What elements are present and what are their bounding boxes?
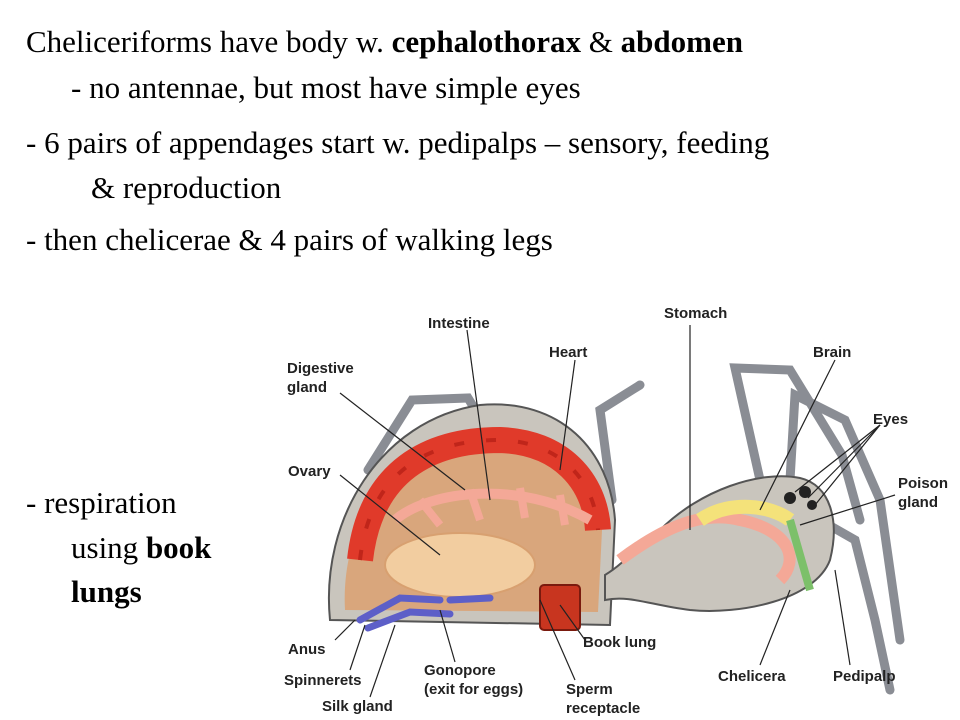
label-sperm-receptacle-1: Sperm [566,681,613,698]
diagram-labels: Intestine Stomach Digestive gland Heart … [284,305,948,717]
label-brain: Brain [813,344,851,361]
label-poison-gland-2: gland [898,494,938,511]
lungs-term: lungs [71,574,142,609]
label-sperm-receptacle-2: receptacle [566,700,640,717]
label-gonopore-1: Gonopore [424,662,496,679]
cephalothorax-term: cephalothorax [391,24,582,59]
respiration-line2: using book [71,530,211,566]
line1-text: Cheliceriforms have body w. [26,24,392,59]
spider-anatomy-diagram: Intestine Stomach Digestive gland Heart … [284,305,948,717]
label-gonopore-2: (exit for eggs) [424,681,523,698]
label-digestive-gland-1: Digestive [287,360,354,377]
line-body-parts: Cheliceriforms have body w. cephalothora… [26,24,743,60]
label-ovary: Ovary [288,463,331,480]
respiration-using: using [71,530,146,565]
abdomen-term: abdomen [620,24,743,59]
label-heart: Heart [549,344,587,361]
label-silk-gland: Silk gland [322,698,393,715]
respiration-line1: - respiration [26,485,177,520]
label-spinnerets: Spinnerets [284,672,362,689]
book-term: book [145,530,212,565]
label-pedipalp: Pedipalp [833,668,896,685]
spinnerets-shape [356,594,494,632]
label-intestine: Intestine [428,315,490,332]
respiration-line3: lungs [71,574,142,610]
line-chelicerae: - then chelicerae & 4 pairs of walking l… [26,222,553,257]
label-book-lung: Book lung [583,634,656,651]
line-antennae: - no antennae, but most have simple eyes [71,70,581,105]
label-poison-gland-1: Poison [898,475,948,492]
label-digestive-gland-2: gland [287,379,327,396]
cephalothorax-shape [604,475,835,612]
leader-lines [334,325,896,698]
abdomen-shape [327,403,617,631]
line-appendages: - 6 pairs of appendages start w. pedipal… [26,125,770,160]
line-reproduction: & reproduction [91,170,282,205]
label-eyes: Eyes [873,411,908,428]
label-stomach: Stomach [664,305,727,322]
label-anus: Anus [288,641,326,658]
label-chelicera: Chelicera [718,668,786,685]
line1-amp: & [581,24,621,59]
